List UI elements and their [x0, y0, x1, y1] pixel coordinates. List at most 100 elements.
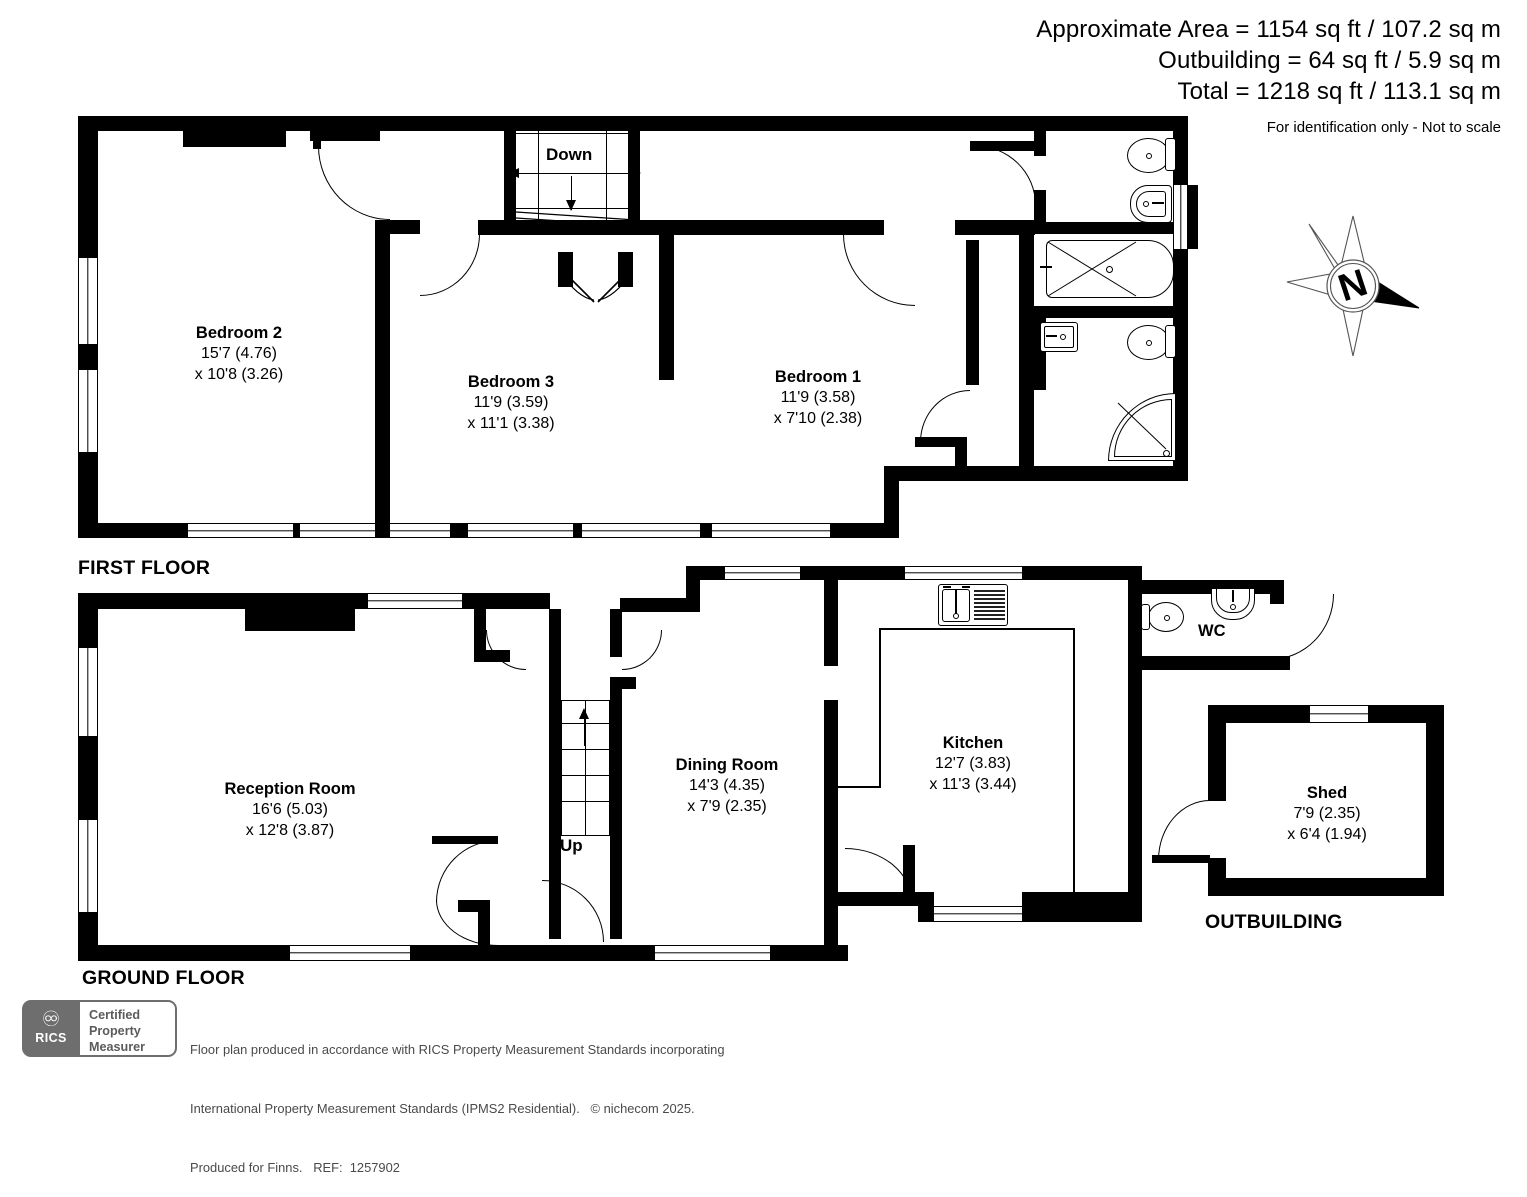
disclaimer-text: For identification only - Not to scale — [1266, 118, 1501, 136]
cupboard-line — [978, 240, 980, 385]
wall-gf-top-left-2 — [462, 593, 550, 609]
room-dim1-shed: 7'9 (2.35) — [1293, 805, 1361, 823]
stair-line-ff-5 — [606, 125, 608, 220]
kitchen-unit-line-v — [879, 628, 881, 788]
rics-badge-line-2: Property — [89, 1024, 141, 1039]
wall-gf-kitchen-top-a — [838, 566, 910, 580]
wall-ff-landing-top — [478, 220, 673, 235]
wall-ff-ensuite-jamb2 — [955, 437, 967, 481]
wall-gf-dining-top-step — [620, 598, 700, 612]
down-arrow-shaft — [571, 176, 573, 210]
window-gf-left-lower — [78, 820, 98, 912]
wall-ff-bathroom-left-b — [1034, 190, 1046, 234]
wall-ff-bathroom-doorhead — [970, 141, 1036, 151]
window-gf-dining-top — [725, 566, 800, 580]
up-arrow-shaft — [584, 718, 586, 746]
window-ff-left-lower — [78, 370, 98, 452]
wall-ff-bathroom-left-a — [1034, 116, 1046, 156]
wall-gf-hall-right-a — [610, 609, 622, 657]
wall-ff-stair-head — [516, 116, 628, 125]
footer-line-1: Floor plan produced in accordance with R… — [190, 1042, 725, 1058]
room-dim1-bedroom-3: 11'9 (3.59) — [473, 394, 549, 412]
floor-label-outbuilding: OUTBUILDING — [1205, 911, 1343, 933]
wall-gf-wc-bottom — [1142, 656, 1290, 670]
window-gf-kitchen-top — [905, 566, 1025, 580]
room-name-bedroom-1: Bedroom 1 — [774, 368, 862, 386]
up-arrow-head — [579, 708, 589, 719]
wall-gf-hall-right-b — [610, 677, 622, 939]
wall-ff-top-thick-b — [310, 131, 380, 141]
floor-label-first: FIRST FLOOR — [78, 557, 211, 579]
room-dim2-kitchen: x 11'3 (3.44) — [929, 775, 1017, 793]
outbuilding-area-text: Outbuilding = 64 sq ft / 5.9 sq m — [1158, 47, 1501, 75]
wall-ff-bathroom-div-mid — [1034, 306, 1174, 318]
wall-shed-left-upper — [1208, 705, 1226, 801]
window-gf-kitchen-bottom — [928, 906, 1026, 922]
wall-ff-top-thick-a — [183, 131, 286, 147]
room-label-kitchen: Kitchen 12'7 (3.83) x 11'3 (3.44) — [929, 733, 1016, 795]
window-ff-bedroom3-bottom-2 — [582, 523, 700, 538]
wall-gf-reception-doorhead-a — [432, 836, 498, 844]
room-dim2-bedroom-2: x 10'8 (3.26) — [194, 365, 284, 383]
door-swing-hall-to-dining — [542, 880, 604, 942]
room-dim2-bedroom-3: x 11'1 (3.38) — [467, 414, 555, 432]
wall-ff-bedroom3-doorjamb — [375, 220, 420, 234]
kitchen-unit-line-right — [1073, 628, 1075, 906]
door-swing-bathroom — [974, 145, 1036, 205]
wall-ff-landing-right — [659, 220, 674, 380]
room-name-shed: Shed — [1306, 784, 1348, 802]
wall-gf-kitchen-door-jamb — [903, 845, 915, 897]
rics-badge-line-3: Measurer — [89, 1040, 146, 1055]
wall-gf-kitchen-bottom-b — [1022, 892, 1142, 922]
down-arrow-left-shaft — [512, 173, 542, 175]
room-label-shed: Shed 7'9 (2.35) x 6'4 (1.94) — [1287, 783, 1367, 845]
footer-line-3: Produced for Finns. REF: 1257902 — [190, 1159, 400, 1175]
floor-label-ground: GROUND FLOOR — [82, 967, 245, 989]
down-arrow-right-head — [630, 168, 641, 178]
door-swing-bedroom1 — [843, 234, 915, 306]
door-swing-bedroom2 — [318, 146, 390, 220]
room-name-bedroom-3: Bedroom 3 — [467, 373, 555, 391]
door-swing-cupboard — [559, 267, 633, 303]
approximate-area-text: Approximate Area = 1154 sq ft / 107.2 sq… — [1036, 16, 1501, 43]
total-area-text: Total = 1218 sq ft / 113.1 sq m — [1177, 78, 1501, 106]
wall-ff-bedroom2-bedroom3 — [375, 220, 390, 538]
wall-gf-dining-right — [824, 566, 838, 666]
stairs-down-label: Down — [546, 145, 593, 164]
door-swing-hall-left — [486, 630, 526, 670]
stairs-up-box — [561, 700, 610, 836]
room-name-reception-room: Reception Room — [224, 780, 356, 798]
compass-rose: N — [1283, 212, 1423, 360]
window-ff-bathroom — [1173, 185, 1188, 249]
stair-line-ff-1 — [516, 133, 628, 135]
wall-ff-bedroom1-top — [674, 220, 884, 235]
room-dim1-bedroom-2: 15'7 (4.76) — [201, 345, 277, 363]
window-gf-left-upper — [78, 648, 98, 736]
wall-gf-kitchen-right-upper — [1128, 566, 1142, 670]
window-ff-bedroom1-bottom — [712, 523, 830, 538]
kitchen-drainer-icon — [974, 590, 1005, 620]
wall-ff-bottom-right — [1019, 466, 1188, 481]
room-dim2-dining-room: x 7'9 (2.35) — [687, 797, 767, 815]
stair-line-ff-4 — [538, 125, 540, 220]
room-label-bedroom-3: Bedroom 3 11'9 (3.59) x 11'1 (3.38) — [467, 372, 554, 434]
door-swing-ensuite — [920, 390, 970, 442]
door-swing-hall-right — [622, 630, 662, 670]
wall-gf-hall-mid — [549, 609, 561, 939]
wall-shed-doorhead — [1152, 855, 1210, 863]
compass-icon: N — [1286, 215, 1420, 357]
wall-gf-kitchen-right — [1128, 656, 1142, 906]
wall-ff-ensuite-jamb — [915, 437, 967, 447]
window-ff-left-upper — [78, 258, 98, 344]
down-arrow-head — [566, 200, 576, 211]
room-dim2-shed: x 6'4 (1.94) — [1287, 825, 1367, 843]
room-label-reception-room: Reception Room 16'6 (5.03) x 12'8 (3.87) — [224, 779, 355, 841]
door-swing-shed — [1158, 800, 1210, 860]
wc-label: WC — [1198, 622, 1226, 640]
room-dim2-bedroom-1: x 7'10 (2.38) — [773, 409, 863, 427]
wall-gf-hall-left-a — [474, 609, 486, 661]
room-dim1-kitchen: 12'7 (3.83) — [935, 755, 1011, 773]
footer-line-2: International Property Measurement Stand… — [190, 1101, 695, 1117]
wall-ff-bedroom1-right-lower — [1019, 375, 1034, 481]
wall-gf-hall-right-step — [610, 677, 636, 689]
